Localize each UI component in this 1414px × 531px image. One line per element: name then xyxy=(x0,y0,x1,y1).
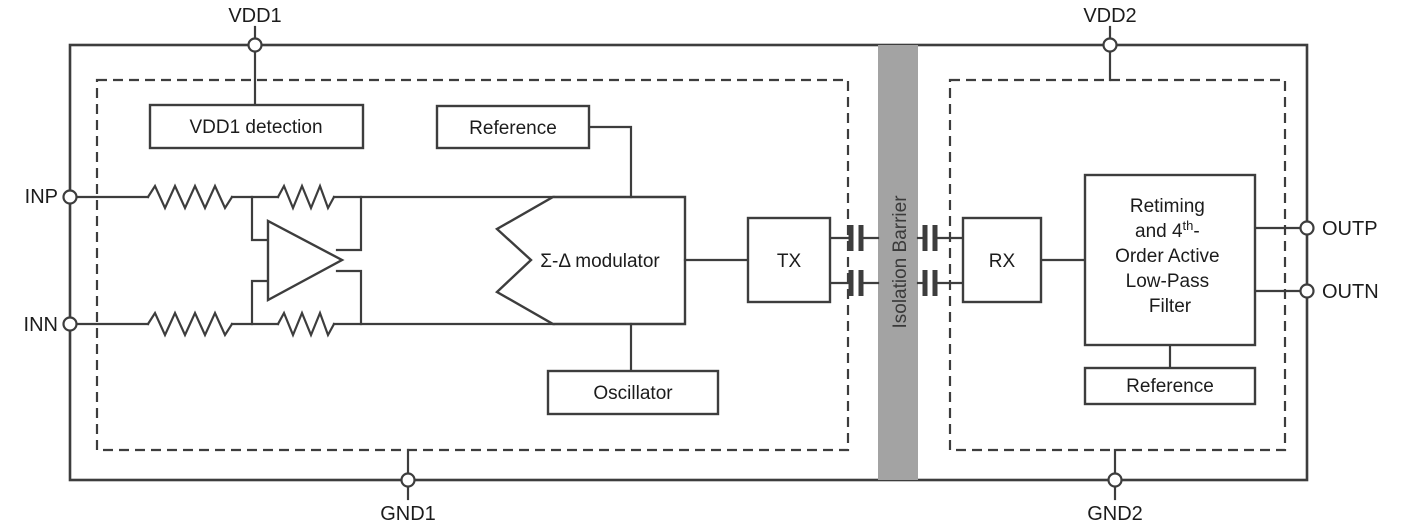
block-vdd1-detection xyxy=(148,103,365,150)
outn-label: OUTN xyxy=(1322,281,1379,303)
pin-outn xyxy=(1299,283,1315,299)
wire-opamp-in-bottom xyxy=(250,279,270,326)
resistor-inp-1 xyxy=(146,183,234,211)
pin-gnd2 xyxy=(1107,472,1123,488)
filter-label: Retiming and 4th- Order Active Low-Pass … xyxy=(1115,196,1225,317)
resistor-inp-2 xyxy=(276,182,336,211)
block-reference-left xyxy=(435,104,591,150)
block-rx xyxy=(961,216,1043,304)
pin-gnd1 xyxy=(400,472,416,488)
pin-inp xyxy=(62,189,78,205)
rx-label: RX xyxy=(989,251,1016,272)
wire-opamp-fb-top xyxy=(335,195,363,252)
secondary-side-region xyxy=(948,78,1287,452)
wire-reference-left-to-modulator xyxy=(587,125,633,199)
resistor-inn-2 xyxy=(276,309,336,338)
block-sigma-delta-modulator xyxy=(494,195,687,326)
outer-boundary xyxy=(68,43,1309,482)
isolation-barrier-label: Isolation Barrier xyxy=(890,195,911,329)
pin-vdd2 xyxy=(1102,37,1118,53)
outp-label: OUTP xyxy=(1322,218,1378,240)
opamp-triangle xyxy=(266,219,345,303)
primary-side-region xyxy=(95,78,850,452)
wire-opamp-in-top xyxy=(250,195,270,242)
block-oscillator xyxy=(546,369,720,416)
vdd1-label: VDD1 xyxy=(228,5,281,27)
reference-right-label: Reference xyxy=(1126,376,1214,397)
pin-inn xyxy=(62,316,78,332)
resistor-inn-1 xyxy=(146,310,234,338)
wire-opamp-fb-bottom xyxy=(335,269,363,326)
block-filter xyxy=(1083,173,1257,347)
inn-label: INN xyxy=(24,314,58,336)
vdd2-label: VDD2 xyxy=(1083,5,1136,27)
pin-outp xyxy=(1299,220,1315,236)
gnd2-label: GND2 xyxy=(1087,503,1143,525)
gnd1-label: GND1 xyxy=(380,503,436,525)
tx-label: TX xyxy=(777,251,802,272)
vdd1-detection-label: VDD1 detection xyxy=(189,117,322,138)
inp-label: INP xyxy=(25,186,58,208)
sigma-delta-modulator-label: Σ-Δ modulator xyxy=(540,251,660,272)
block-reference-right xyxy=(1083,366,1257,406)
oscillator-label: Oscillator xyxy=(593,383,673,404)
pin-vdd1 xyxy=(247,37,263,53)
reference-left-label: Reference xyxy=(469,118,557,139)
block-tx xyxy=(746,216,832,304)
isolation-barrier xyxy=(878,45,918,480)
